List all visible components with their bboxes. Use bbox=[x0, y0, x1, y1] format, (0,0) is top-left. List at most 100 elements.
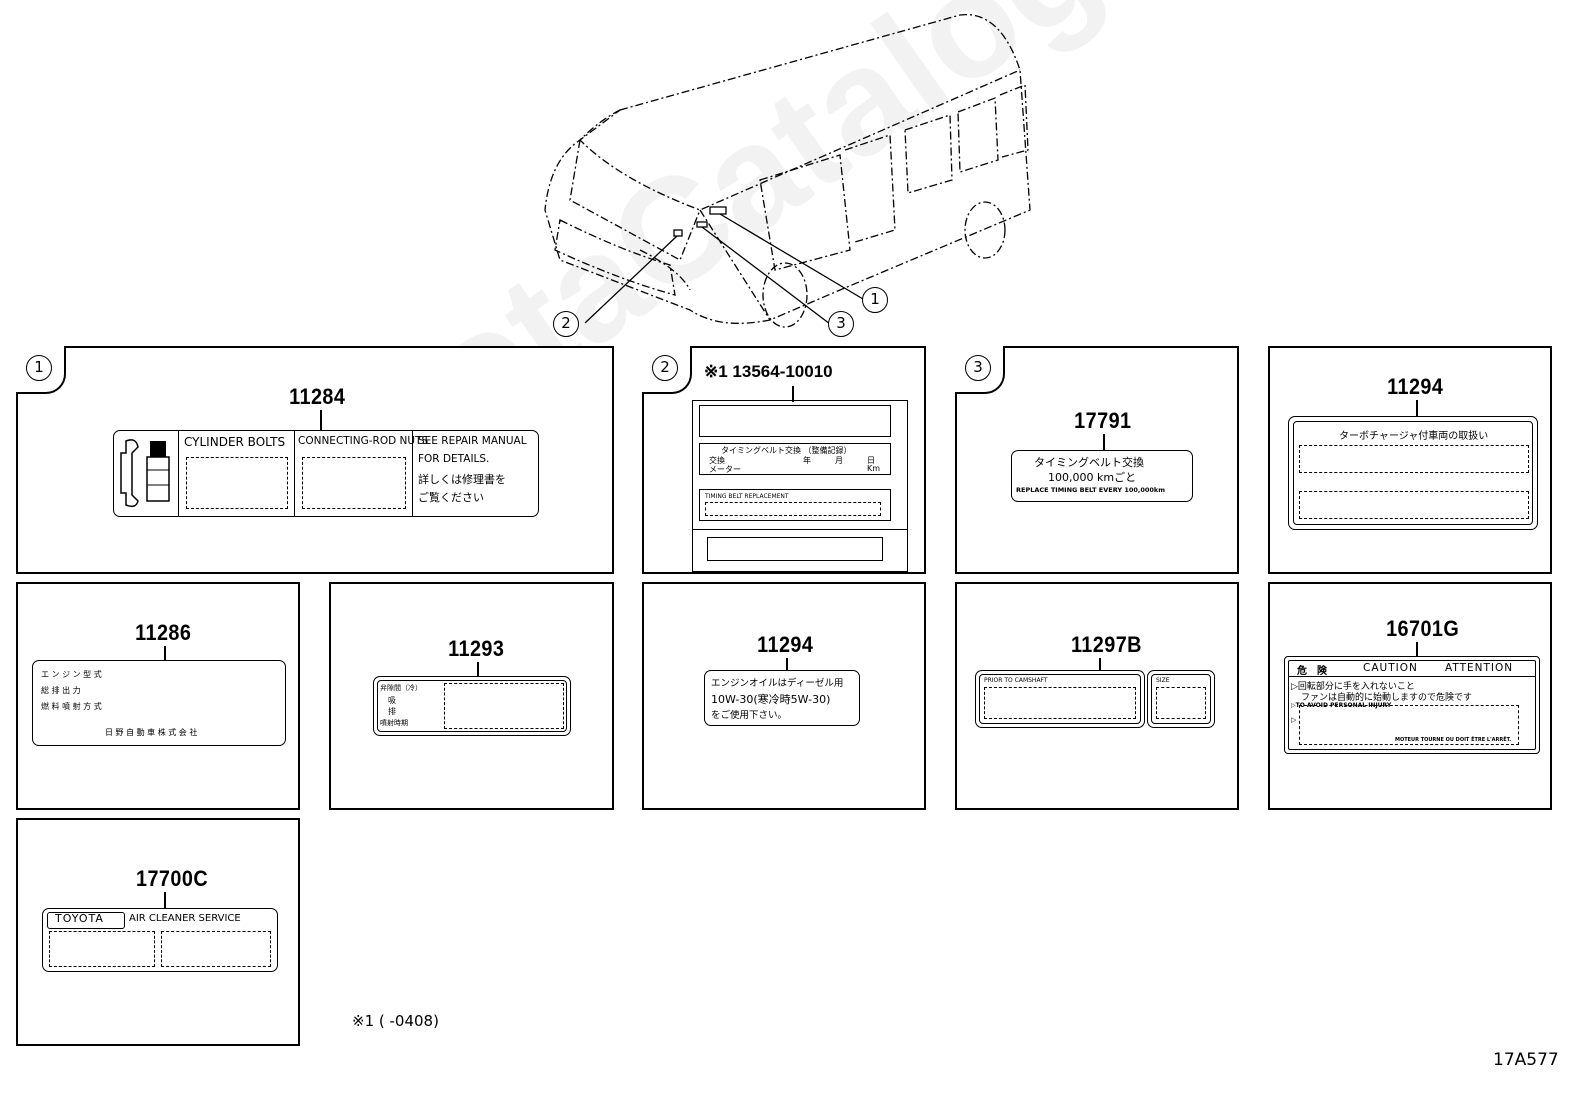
interval-text: 100,000 kmごと bbox=[1048, 471, 1137, 484]
leader-line bbox=[1416, 400, 1418, 418]
wrench-icon bbox=[120, 439, 170, 508]
callout-number: 3 bbox=[965, 355, 991, 381]
value-field bbox=[161, 931, 271, 967]
air-cleaner-service: AIR CLEANER SERVICE bbox=[129, 913, 241, 924]
timing-belt-jp: タイミングベルト交換 bbox=[1034, 456, 1144, 469]
max-output: 総 排 出 力 bbox=[41, 686, 81, 695]
label-caution: 危 険 CAUTION ATTENTION ▷回転部分に手を入れないこと ファン… bbox=[1284, 656, 1540, 754]
exhaust: 排 bbox=[388, 707, 396, 716]
panel-11294-oil: 11294 エンジンオイルはディーゼル用 10W-30(寒冷時5W-30) をご… bbox=[642, 582, 926, 810]
panel-11284: 1 11284 CYLINDER BOLTS CONNECTING-ROD NU… bbox=[16, 346, 614, 574]
label-air-cleaner: TOYOTA AIR CLEANER SERVICE bbox=[42, 908, 278, 972]
value-field bbox=[1299, 705, 1519, 745]
part-number: 11294 bbox=[757, 632, 814, 657]
value-field bbox=[186, 457, 288, 509]
label-inner bbox=[1293, 421, 1533, 525]
replace-timing-belt-text: REPLACE TIMING BELT EVERY 100,000km bbox=[1016, 486, 1166, 494]
panel-11297b: 11297B PRIOR TO CAMSHAFT SIZE bbox=[955, 582, 1239, 810]
label-inner bbox=[377, 680, 567, 732]
vehicle-illustration bbox=[544, 14, 1031, 328]
intake: 吸 bbox=[388, 696, 396, 705]
part-number: 17791 bbox=[1074, 408, 1132, 433]
label-cylinder-bolts: CYLINDER BOLTS CONNECTING-ROD NUTS SEE R… bbox=[113, 430, 539, 517]
label-turbo: ターボチャージャ付車両の取扱い bbox=[1288, 416, 1538, 530]
timing-belt-replacement: TIMING BELT REPLACEMENT bbox=[705, 493, 789, 500]
leader-line bbox=[164, 892, 166, 910]
part-number: 17700C bbox=[136, 866, 209, 891]
turbo-title: ターボチャージャ付車両の取扱い bbox=[1339, 431, 1489, 442]
label-engine-oil: エンジンオイルはディーゼル用 10W-30(寒冷時5W-30) をご使用下さい。 bbox=[704, 670, 860, 726]
record-day: 日 bbox=[867, 456, 875, 465]
repair-manual-text: SEE REPAIR MANUAL bbox=[418, 435, 527, 447]
oil-text-1: エンジンオイルはディーゼル用 bbox=[711, 678, 844, 689]
value-field bbox=[984, 687, 1136, 719]
label-inner bbox=[1288, 660, 1536, 750]
part-number: 11293 bbox=[448, 636, 505, 661]
label-camshaft: PRIOR TO CAMSHAFT bbox=[975, 670, 1145, 728]
record-km: Km bbox=[867, 464, 881, 473]
prior-to-camshaft: PRIOR TO CAMSHAFT bbox=[984, 677, 1048, 684]
record-meter: メーター bbox=[709, 465, 741, 474]
leader-line bbox=[1103, 434, 1105, 452]
record-title: タイミングベルト交換 （整備記録） bbox=[721, 446, 852, 455]
panel-16701g: 16701G 危 険 CAUTION ATTENTION ▷回転部分に手を入れな… bbox=[1268, 582, 1552, 810]
fuel-injection: 燃 料 噴 射 方 式 bbox=[41, 702, 102, 711]
manufacturer: 日 野 自 動 車 株 式 会 社 bbox=[105, 728, 198, 737]
panel-tab: 1 bbox=[16, 346, 66, 394]
valve-clearance: 弁隙間（冷） bbox=[380, 684, 422, 692]
panel-17791: 3 17791 タイミングベルト交換 100,000 kmごと REPLACE … bbox=[955, 346, 1239, 574]
engine-model: エ ン ジ ン 型 式 bbox=[41, 670, 102, 679]
details-text: FOR DETAILS. bbox=[418, 453, 490, 465]
panel-11286: 11286 エ ン ジ ン 型 式 総 排 出 力 燃 料 噴 射 方 式 日 … bbox=[16, 582, 300, 810]
part-number: 11284 bbox=[289, 384, 346, 409]
cylinder-bolts-text: CYLINDER BOLTS bbox=[184, 435, 286, 449]
leader-line bbox=[792, 386, 794, 402]
panel-17700c: 17700C TOYOTA AIR CLEANER SERVICE bbox=[16, 818, 300, 1046]
panel-11293: 11293 弁隙間（冷） 吸 排 噴射時期 bbox=[329, 582, 614, 810]
part-number: 11297B bbox=[1070, 632, 1142, 657]
label-inner bbox=[1151, 674, 1211, 724]
toyota-text: TOYOTA bbox=[55, 912, 104, 925]
footnote: ※1 ( -0408) bbox=[352, 1012, 439, 1030]
size-text: SIZE bbox=[1156, 677, 1170, 684]
part-number: 16701G bbox=[1386, 616, 1460, 641]
value-field bbox=[705, 502, 881, 516]
injection-timing: 噴射時期 bbox=[380, 719, 408, 727]
part-number: 11286 bbox=[135, 620, 192, 645]
record-month: 月 bbox=[835, 456, 843, 465]
jp-text-1: 詳しくは修理書を bbox=[418, 473, 506, 486]
callout-number: 2 bbox=[652, 355, 678, 381]
label-valve-clearance: 弁隙間（冷） 吸 排 噴射時期 bbox=[373, 676, 571, 736]
connecting-rod-nuts-text: CONNECTING-ROD NUTS bbox=[298, 435, 429, 447]
oil-text-3: をご使用下さい。 bbox=[711, 710, 788, 721]
toyota-badge bbox=[47, 912, 125, 929]
leader-line bbox=[164, 646, 166, 662]
value-field bbox=[1156, 687, 1206, 719]
danger-jp: 危 険 bbox=[1297, 666, 1327, 677]
panel-11294-turbo: 11294 ターボチャージャ付車両の取扱い bbox=[1268, 346, 1552, 574]
callout-3: 3 bbox=[828, 311, 854, 337]
warning-jp-1: ▷回転部分に手を入れないこと bbox=[1291, 682, 1415, 692]
panel-13564: 2 ※1 13564-10010 タイミングベルト交換 （整備記録） 交換 年 … bbox=[642, 346, 926, 574]
value-field bbox=[1299, 491, 1529, 519]
value-field bbox=[1299, 445, 1529, 473]
warning-fr-bullet: ▷ bbox=[1291, 716, 1297, 724]
warning-jp-2: ファンは自動的に始動しますので危険です bbox=[1301, 693, 1473, 703]
callout-2: 2 bbox=[553, 311, 579, 337]
leader-line bbox=[477, 662, 479, 678]
label-size: SIZE bbox=[1147, 670, 1215, 728]
part-number: 11294 bbox=[1387, 374, 1444, 399]
record-year: 年 bbox=[803, 456, 811, 465]
label-timing-belt: タイミングベルト交換 100,000 kmごと REPLACE TIMING B… bbox=[1011, 450, 1193, 502]
leader-line bbox=[1416, 642, 1418, 658]
leader-line bbox=[1099, 658, 1101, 672]
panel-tab: 3 bbox=[955, 346, 1005, 394]
value-field bbox=[444, 683, 564, 729]
value-field bbox=[302, 457, 406, 509]
jp-text-2: ご覧ください bbox=[418, 491, 484, 504]
diagram-code: 17A577 bbox=[1493, 1050, 1559, 1070]
caution-text: CAUTION bbox=[1363, 662, 1418, 674]
leader-line bbox=[786, 658, 788, 672]
label-engine-spec: エ ン ジ ン 型 式 総 排 出 力 燃 料 噴 射 方 式 日 野 自 動 … bbox=[32, 660, 286, 746]
leader-line bbox=[320, 410, 322, 432]
